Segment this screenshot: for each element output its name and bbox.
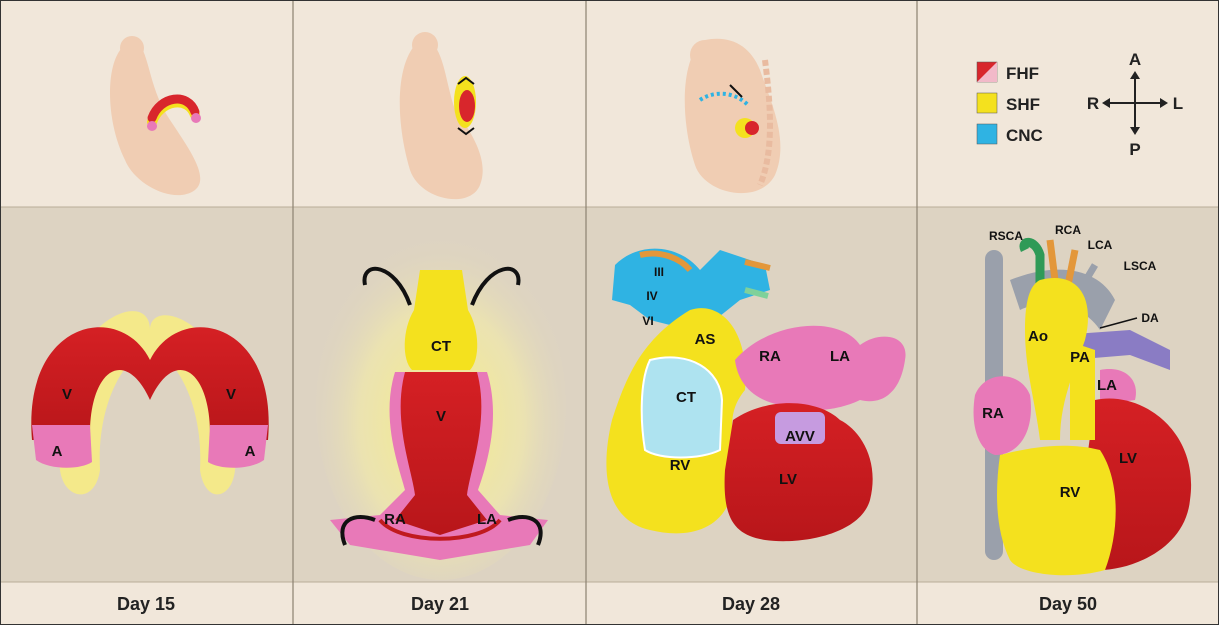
label-da: DA xyxy=(1141,311,1159,325)
label-iii: III xyxy=(654,265,664,279)
label-la-day50: LA xyxy=(1097,377,1117,394)
label-lv-day28: LV xyxy=(779,471,797,488)
label-ao: Ao xyxy=(1028,328,1048,345)
label-ra-day21: RA xyxy=(384,511,406,528)
legend-label-fhf: FHF xyxy=(1006,64,1039,83)
legend-item-shf: SHF xyxy=(977,93,1040,114)
label-ra-day28: RA xyxy=(759,348,781,365)
label-vi: VI xyxy=(642,314,653,328)
axis-right: R xyxy=(1087,94,1099,113)
label-pa: PA xyxy=(1070,349,1090,366)
axis-left: L xyxy=(1173,94,1183,113)
axis-anterior: A xyxy=(1129,50,1141,69)
legend-item-fhf: FHF xyxy=(977,62,1039,83)
label-lv-day50: LV xyxy=(1119,450,1137,467)
label-as: AS xyxy=(695,331,716,348)
label-v-day21: V xyxy=(436,408,446,425)
label-iv: IV xyxy=(646,289,657,303)
heart-day21: CT V RA LA xyxy=(316,230,566,580)
axis-posterior: P xyxy=(1129,140,1140,159)
caption-day28: Day 28 xyxy=(722,594,780,614)
label-rv-day50: RV xyxy=(1060,484,1081,501)
legend-label-cnc: CNC xyxy=(1006,126,1043,145)
embryo-day28 xyxy=(685,39,781,193)
legend-item-cnc: CNC xyxy=(977,124,1043,145)
caption-day15: Day 15 xyxy=(117,594,175,614)
label-rca: RCA xyxy=(1055,223,1081,237)
label-v-right: V xyxy=(226,386,236,403)
label-a-left: A xyxy=(52,443,63,460)
label-ct-day21: CT xyxy=(431,338,451,355)
label-a-right: A xyxy=(245,443,256,460)
label-avv: AVV xyxy=(785,428,815,445)
label-rv-day28: RV xyxy=(670,457,691,474)
label-ra-day50: RA xyxy=(982,405,1004,422)
caption-day50: Day 50 xyxy=(1039,594,1097,614)
label-rsca: RSCA xyxy=(989,229,1023,243)
legend-label-shf: SHF xyxy=(1006,95,1040,114)
label-ct-day28: CT xyxy=(676,389,696,406)
legend: FHF SHF CNC xyxy=(977,62,1043,145)
caption-day21: Day 21 xyxy=(411,594,469,614)
label-la-day21: LA xyxy=(477,511,497,528)
label-lca: LCA xyxy=(1088,238,1113,252)
label-v-left: V xyxy=(62,386,72,403)
label-la-day28: LA xyxy=(830,348,850,365)
label-lsca: LSCA xyxy=(1124,259,1157,273)
